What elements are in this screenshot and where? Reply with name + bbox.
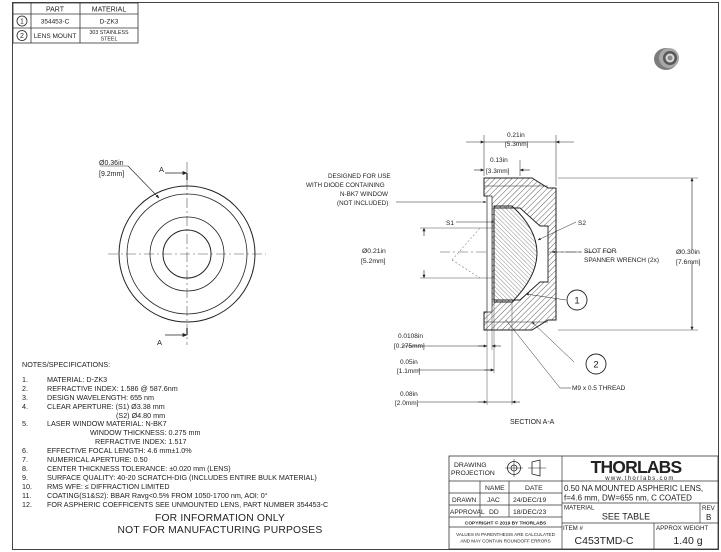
note-item: 8.CENTER THICKNESS TOLERANCE: ±0.020 mm … [22, 463, 231, 473]
parts-row-1-material: D-ZK3 [100, 19, 119, 26]
rev-label: REV [702, 505, 716, 512]
disclaimer-line2: AND MAY CONTAIN ROUNDOFF ERRORS [460, 539, 550, 544]
dim-b: 0.08in [400, 391, 418, 398]
approval-date: 18/DEC/23 [513, 509, 546, 516]
parts-row-2-material-line2: STEEL [101, 37, 118, 43]
info-disclaimer: FOR INFORMATION ONLY NOT FOR MANUFACTURI… [110, 513, 330, 537]
note-item: 6.EFFECTIVE FOCAL LENGTH: 4.6 mm±1.0% [22, 446, 192, 456]
parts-row-2-material-line1: 303 STAINLESS [89, 30, 129, 36]
balloon-2 [585, 353, 607, 375]
parts-header-part: PART [46, 7, 65, 14]
material-label: MATERIAL [564, 505, 595, 512]
dim-b-mm: [2.0mm] [395, 400, 419, 407]
right-diameter-mm: [7.6mm] [676, 259, 701, 266]
drawn-date: 24/DEC/19 [513, 497, 546, 504]
note-item: REFRACTIVE INDEX: 1.517 [95, 437, 187, 447]
parts-header-material: MATERIAL [92, 7, 127, 14]
window-note-line3: N-BK7 WINDOW [340, 191, 388, 198]
parts-row-1-balloon [16, 15, 28, 27]
section-view: 0.21in [5.3mm] 0.13in [3.3mm] DESIGNED F… [306, 132, 701, 426]
weight-label: APPROX WEIGHT [656, 525, 708, 532]
date-header: DATE [525, 485, 543, 492]
s1-label: S1 [446, 220, 454, 227]
title-block: DRAWING PROJECTION NAME DATE DRAWN JAC 2… [448, 455, 719, 550]
drawn-label: DRAWN [452, 497, 477, 504]
weight-value: 1.40 g [673, 535, 702, 547]
window-note-line4: (NOT INCLUDED) [337, 200, 388, 207]
drawn-name: JAC [487, 497, 500, 504]
projection-line2: PROJECTION [451, 470, 495, 477]
disclaimer-line1: VALUES IN PARENTHESIS ARE CALCULATED [456, 532, 555, 537]
window-note-line1: DESIGNED FOR USE [328, 173, 391, 180]
left-diameter: Ø0.21in [362, 248, 386, 255]
note-item: 7.NUMERICAL APERTURE: 0.50 [22, 455, 148, 465]
note-item: 11.COATING(S1&S2): BBAR Ravg<0.5% FROM 1… [22, 490, 268, 500]
note-item: 2.REFRACTIVE INDEX: 1.586 @ 587.6nm [22, 383, 178, 393]
rev-value: B [706, 513, 711, 522]
parts-row-1-part: 354453-C [41, 19, 70, 26]
note-item: 5.LASER WINDOW MATERIAL: N-BK7 [22, 419, 167, 429]
parts-row-1-index: 1 [20, 19, 24, 26]
dim-top-inner-mm: [3.3mm] [486, 168, 510, 175]
slot-note-line1: SLOT FOR [584, 248, 617, 255]
description-line2: f=4.6 mm, DW=655 nm, C COATED [564, 494, 692, 503]
note-item: 4.CLEAR APERTURE: (S1) Ø3.38 mm [22, 401, 165, 411]
approval-label: APPROVAL [450, 509, 485, 516]
dim-window: 0.0108in [398, 333, 423, 340]
dim-top-total-mm: [5.3mm] [505, 141, 529, 148]
note-item: 3.DESIGN WAVELENGTH: 655 nm [22, 392, 155, 402]
note-item: WINDOW THICKNESS: 0.275 mm [90, 428, 201, 438]
description-line1: 0.50 NA MOUNTED ASPHERIC LENS, [564, 484, 703, 493]
parts-row-2-part: LENS MOUNT [34, 33, 77, 40]
thread-note: M9 x 0.5 THREAD [572, 385, 626, 392]
projection-line1: DRAWING [454, 462, 487, 469]
projection-symbol-icon [505, 459, 546, 477]
approval-name: DD [489, 509, 499, 516]
right-diameter: Ø0.30in [676, 249, 700, 256]
copyright: COPYRIGHT © 2019 BY THORLABS [465, 520, 547, 527]
dim-top-inner: 0.13in [490, 157, 508, 164]
section-mark-bottom: A [157, 338, 162, 347]
notes-specifications: NOTES/SPECIFICATIONS: 1.MATERIAL: D-ZK3 … [22, 360, 362, 510]
dim-top-total: 0.21in [507, 132, 525, 139]
note-item: (S2) Ø4.80 mm [116, 410, 166, 420]
note-item: 1.MATERIAL: D-ZK3 [22, 374, 108, 384]
balloon-1 [566, 289, 588, 311]
front-diameter-label: Ø0.36in [99, 160, 124, 167]
item-value: C453TMD-C [575, 535, 634, 547]
parts-row-2-balloon [16, 30, 28, 41]
section-label: SECTION A-A [510, 419, 555, 426]
parts-row-2-index: 2 [20, 33, 24, 40]
balloon-2-label: 2 [593, 360, 598, 371]
balloon-1-label: 1 [574, 296, 579, 307]
brand-logo: THORLABS [591, 457, 682, 477]
note-item: 9.SURFACE QUALITY: 40-20 SCRATCH-DIG (IN… [22, 472, 317, 482]
dim-a-mm: [1.1mm] [397, 368, 421, 375]
slot-note-line2: SPANNER WRENCH (2x) [584, 257, 659, 264]
note-item: 10.RMS WFE: ≤ DIFFRACTION LIMITED [22, 481, 170, 491]
dim-window-mm: [0.275mm] [394, 343, 425, 350]
isometric-thumbnail [654, 48, 679, 70]
note-item: 12.FOR ASPHERIC COEFFICENTS SEE UNMOUNTE… [22, 499, 329, 509]
s2-label: S2 [578, 220, 586, 227]
sheet-border [12, 2, 719, 550]
brand-website: www.thorlabs.com [604, 476, 674, 482]
parts-table: PART MATERIAL 1 354453-C D-ZK3 2 LENS MO… [12, 2, 139, 44]
front-view: Ø0.36in [9.2mm] A A [99, 160, 266, 347]
left-diameter-mm: [5.2mm] [361, 258, 386, 265]
window-note-line2: WITH DIODE CONTAINING [306, 182, 385, 189]
material-value: SEE TABLE [602, 512, 650, 522]
dim-a: 0.05in [400, 359, 418, 366]
name-header: NAME [485, 485, 505, 492]
info-line2: NOT FOR MANUFACTURING PURPOSES [117, 525, 323, 536]
notes-heading: NOTES/SPECIFICATIONS: [22, 360, 111, 369]
section-mark-top: A [159, 165, 164, 174]
front-diameter-mm: [9.2mm] [99, 171, 124, 178]
info-line1: FOR INFORMATION ONLY [154, 513, 286, 524]
item-label: ITEM # [563, 525, 583, 532]
